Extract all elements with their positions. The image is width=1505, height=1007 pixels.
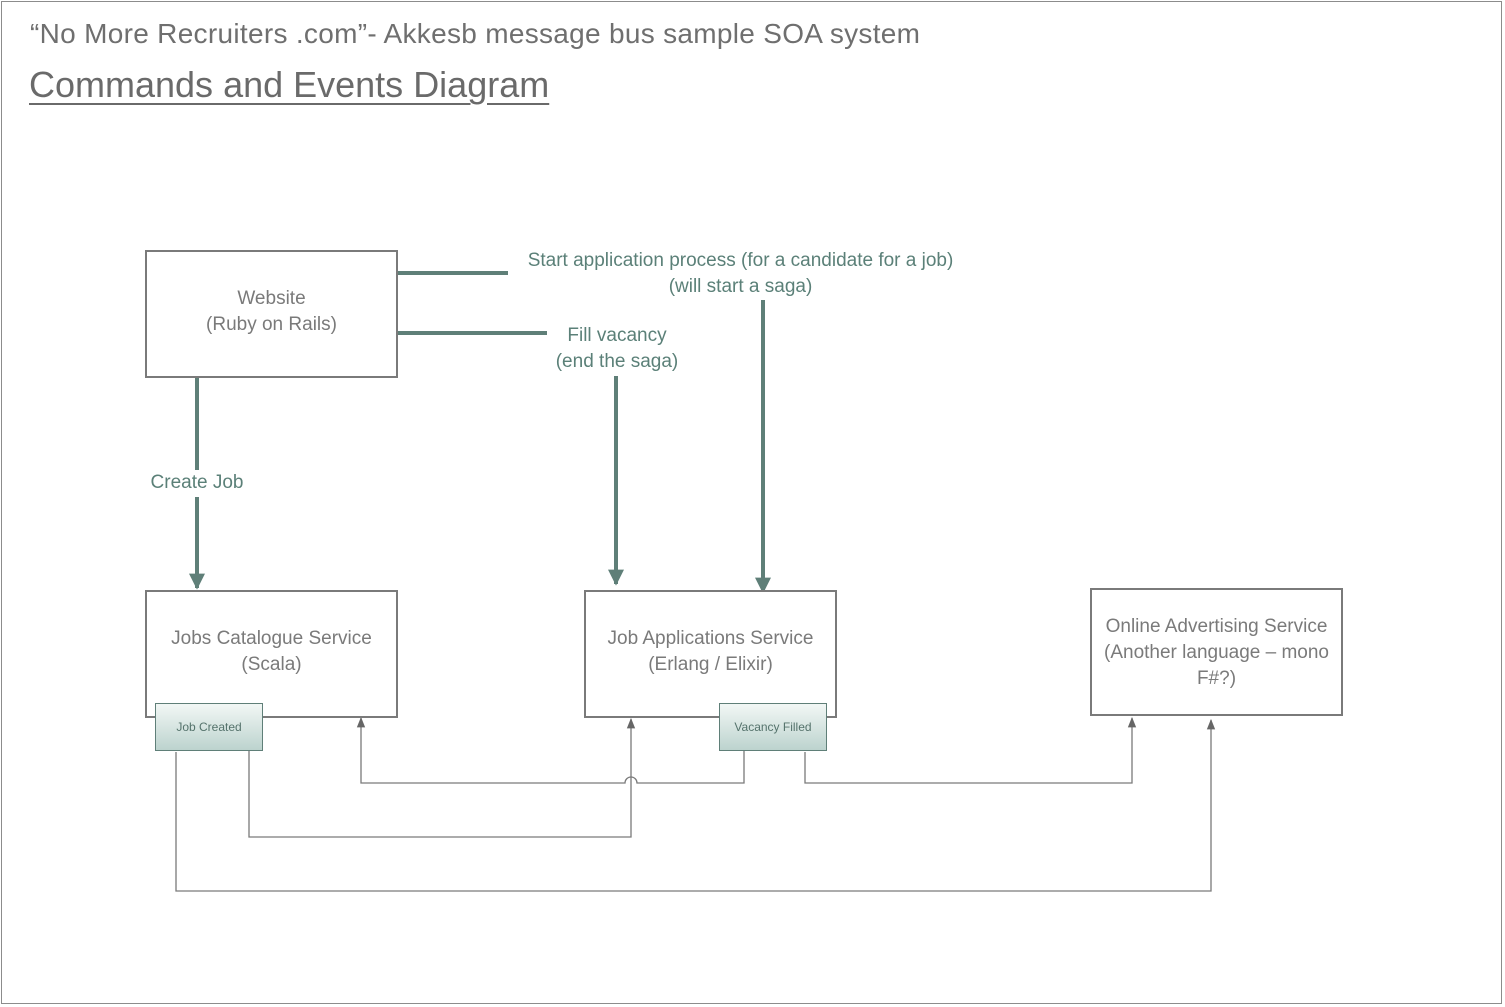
start-application-label: Start application process (for a candida… (527, 250, 954, 271)
start-application-sublabel: (will start a saga) (668, 276, 813, 297)
job-applications-tech: (Erlang / Elixir) (648, 654, 773, 675)
vacancy-filled-to-online-advertising (804, 716, 1137, 784)
jobs-catalogue-tech: (Scala) (241, 654, 302, 675)
job-applications-box: Job Applications Service (Erlang / Elixi… (584, 590, 837, 718)
vacancy-filled-to-jobs-catalogue (356, 716, 745, 784)
job-created-to-job-applications (248, 717, 636, 838)
online-advertising-tech: (Another language – mono (1104, 642, 1329, 663)
diagram-title: Commands and Events Diagram (29, 64, 550, 105)
job-applications-name: Job Applications Service (607, 628, 814, 649)
website-box: Website (Ruby on Rails) (145, 250, 398, 378)
jobs-catalogue-name: Jobs Catalogue Service (171, 628, 372, 649)
online-advertising-tech-cont: F#?) (1196, 668, 1237, 689)
fill-vacancy-command: Fill vacancy (end the saga) (547, 323, 687, 375)
jobs-catalogue-box: Jobs Catalogue Service (Scala) (145, 590, 398, 718)
fill-vacancy-label: Fill vacancy (567, 325, 667, 346)
online-advertising-name: Online Advertising Service (1105, 616, 1328, 637)
job-created-event: Job Created (155, 703, 263, 751)
job-created-to-online-advertising (175, 718, 1216, 892)
fill-vacancy-sublabel: (end the saga) (555, 351, 679, 372)
online-advertising-box: Online Advertising Service (Another lang… (1090, 588, 1343, 716)
start-application-command: Start application process (for a candida… (508, 248, 973, 300)
website-tech: (Ruby on Rails) (206, 314, 337, 335)
diagram-subtitle: “No More Recruiters .com”- Akkesb messag… (30, 18, 921, 49)
create-job-command: Create Job (145, 470, 249, 496)
website-name: Website (237, 288, 306, 309)
vacancy-filled-event: Vacancy Filled (719, 703, 827, 751)
